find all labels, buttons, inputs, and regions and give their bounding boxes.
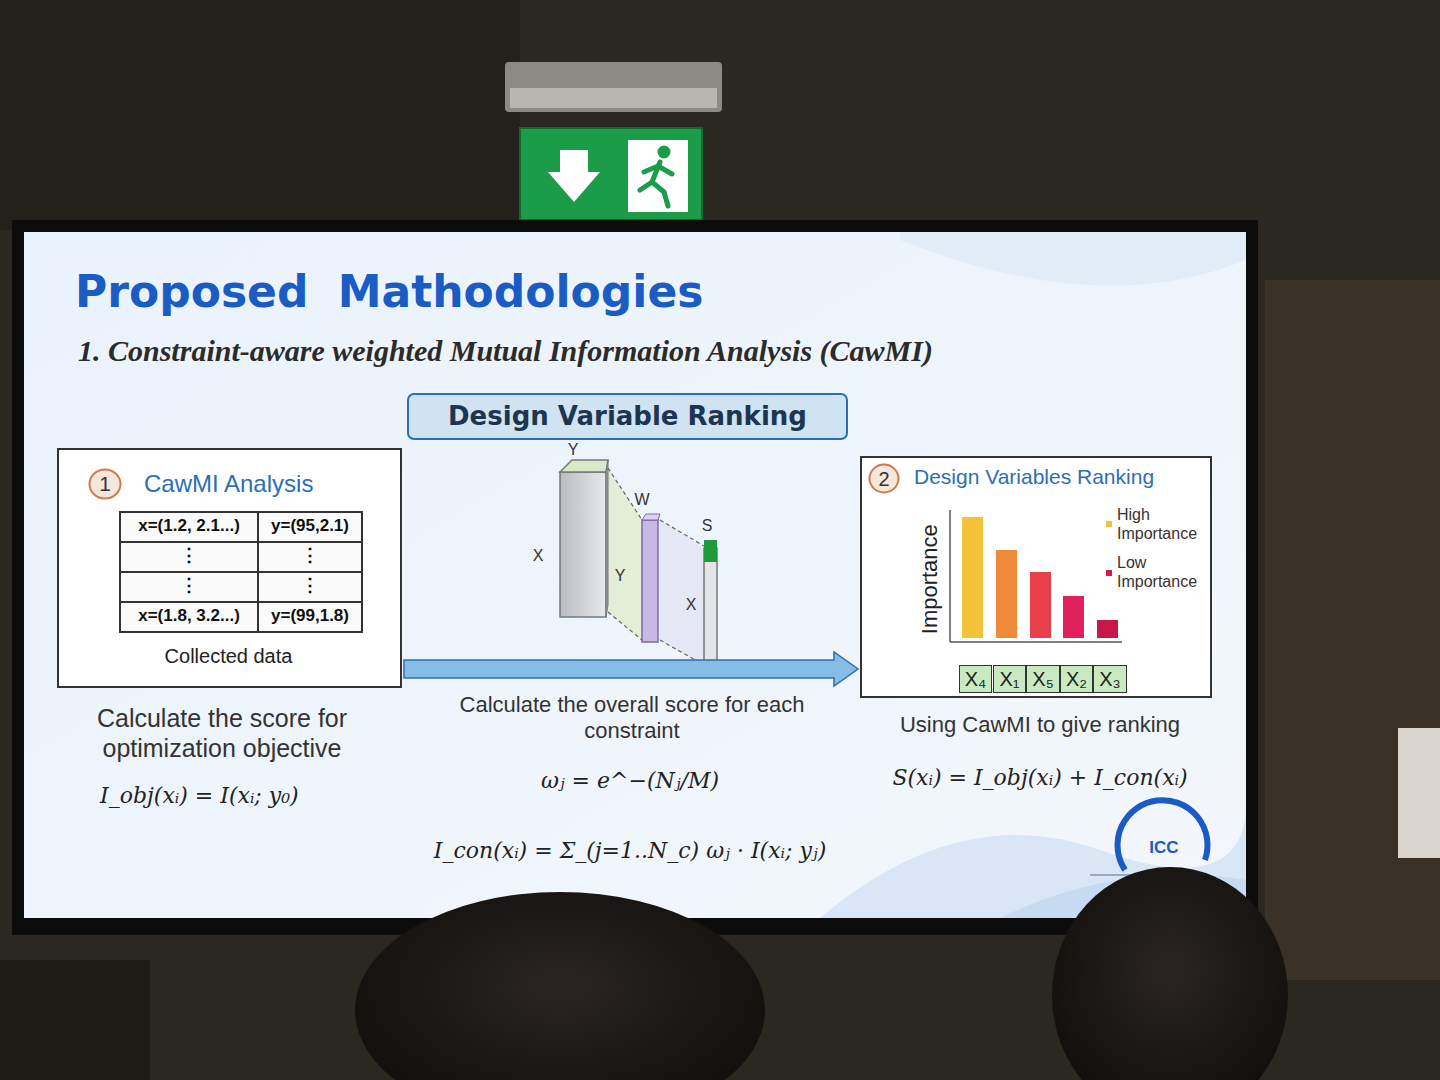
circle-shape xyxy=(870,465,899,493)
node-text: X₅ xyxy=(1032,667,1053,691)
variable-box: X₄ xyxy=(959,665,992,693)
legend-text: Low Importance xyxy=(1117,553,1209,591)
formula: ωⱼ = e^−(Nⱼ/M) xyxy=(500,768,760,794)
table-cell: ⋮ xyxy=(258,545,362,567)
axis-letter: S xyxy=(699,516,715,535)
audience-head xyxy=(1052,867,1288,1080)
slide-wave xyxy=(900,232,1246,286)
slide-ground xyxy=(24,232,1246,918)
step-note: Calculate the overall score for each con… xyxy=(446,692,818,745)
exit-door xyxy=(628,140,688,212)
logo-text: ICC xyxy=(1142,838,1186,858)
variable-box: X₂ xyxy=(1060,665,1093,693)
analysis-panel: CawMI AnalysisCollected data 1 xyxy=(57,448,402,688)
formula: I_con(xᵢ) = Σ_(j=1..N_c) ωⱼ · I(xᵢ; yⱼ) xyxy=(420,838,840,864)
node-text: X₄ xyxy=(965,667,987,691)
information-planes xyxy=(560,460,717,666)
node-text: 2 xyxy=(878,467,889,491)
screen-bezel xyxy=(12,220,1258,935)
arrow-shape xyxy=(404,652,858,686)
subtitle: 1. Constraint-aware weighted Mutual Info… xyxy=(78,333,1198,369)
exit-arrow xyxy=(548,150,600,202)
wall-sign xyxy=(1398,728,1440,858)
legend-text: High Importance xyxy=(1117,505,1209,543)
exit-runner xyxy=(640,148,672,206)
step-circle: 2 xyxy=(868,463,900,494)
variable-box: X₁ xyxy=(993,665,1026,693)
variable-box: X₅ xyxy=(1026,665,1060,693)
flow-arrow xyxy=(404,652,858,686)
audience-head xyxy=(355,892,765,1080)
data-table xyxy=(120,512,362,632)
axis-letter: Y xyxy=(612,566,628,585)
table-cell: ⋮ xyxy=(120,545,258,567)
table-cell: x=(1.8, 3.2...) xyxy=(120,606,258,626)
node-text: Design Variable Ranking xyxy=(448,401,807,432)
axis-letter: X xyxy=(683,595,699,614)
lamp-front xyxy=(510,88,717,108)
conference-logo xyxy=(1090,800,1208,875)
axis-letter: X xyxy=(530,546,546,565)
circle-shape xyxy=(90,470,121,499)
formula: S(xᵢ) = I_obj(xᵢ) + I_con(xᵢ) xyxy=(850,765,1230,791)
node-text: X₂ xyxy=(1066,667,1087,691)
table-cell: y=(95,2.1) xyxy=(258,516,362,536)
panel-heading: CawMI Analysis xyxy=(144,470,394,499)
panel-caption: Collected data xyxy=(59,644,398,668)
legend-swatch xyxy=(1106,521,1112,527)
axis-title: Importance xyxy=(917,523,943,635)
room-floor xyxy=(0,960,150,1080)
section-banner: Design Variable Ranking xyxy=(407,393,848,440)
lamp xyxy=(505,62,722,112)
node-text: X₃ xyxy=(1099,667,1120,691)
step-note: Calculate the score for optimization obj… xyxy=(62,703,382,763)
panel-heading: Design Variables Ranking xyxy=(914,464,1208,489)
room-shadow xyxy=(0,0,520,230)
axis-letter: W xyxy=(632,490,652,509)
panel-ground xyxy=(860,456,1212,698)
table-cell: ⋮ xyxy=(120,575,258,597)
axis-letter: Y xyxy=(564,440,582,459)
exit-sign xyxy=(520,128,702,220)
formula: I_obj(xᵢ) = I(xᵢ; y₀) xyxy=(100,783,420,809)
node-text: 1 xyxy=(99,471,111,496)
step-note: Using CawMI to give ranking xyxy=(862,712,1218,738)
node-text: X₁ xyxy=(999,667,1019,691)
slide-title: Proposed Mathodologies xyxy=(75,266,703,319)
variable-box: X₃ xyxy=(1093,665,1127,693)
bar-chart xyxy=(950,510,1122,642)
table-cell: y=(99,1.8) xyxy=(258,606,362,626)
legend-swatch xyxy=(1106,570,1112,576)
table-cell: ⋮ xyxy=(258,575,362,597)
step-circle: 1 xyxy=(88,468,122,500)
table-cell: x=(1.2, 2.1...) xyxy=(120,516,258,536)
room-side xyxy=(1265,280,1440,980)
panel-ground xyxy=(57,448,402,688)
